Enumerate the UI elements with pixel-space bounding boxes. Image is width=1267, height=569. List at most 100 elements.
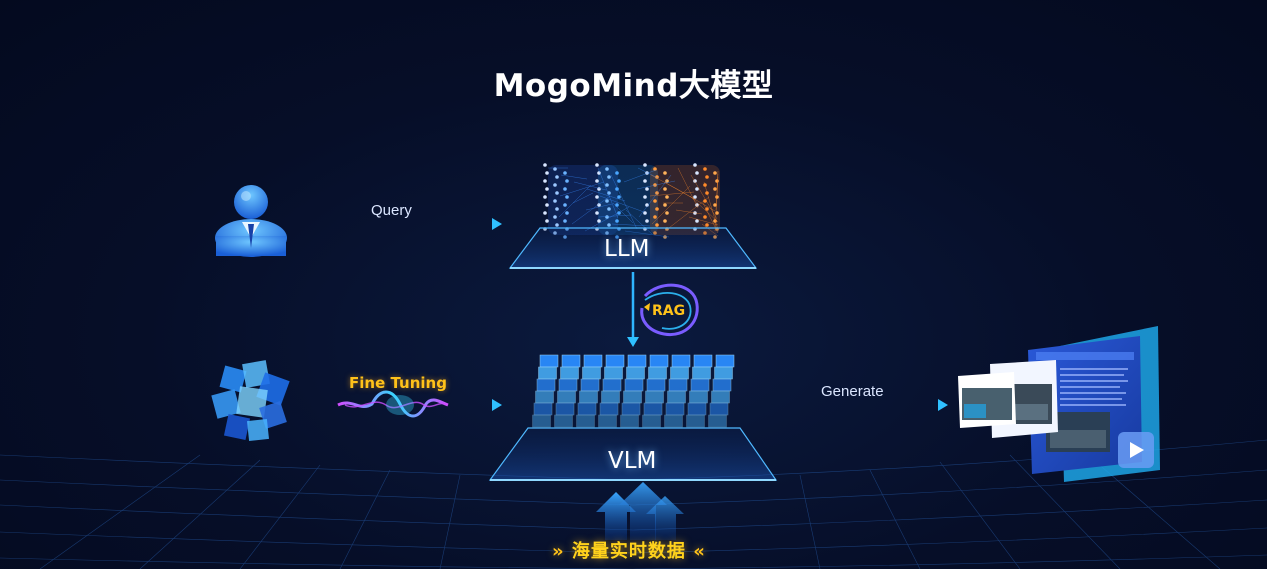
chevron-left-icon: « [693,541,706,562]
network-node [595,179,599,183]
vlm-block [668,378,688,392]
network-edge [714,176,719,232]
network-node [597,219,601,223]
vlm-block [576,414,595,428]
network-edge [612,202,634,224]
network-edge [599,195,645,213]
vlm-block [670,366,689,380]
upload-arrows-icon [596,482,684,540]
network-edge [688,216,719,226]
vlm-block [711,390,730,404]
vlm-block [690,378,710,392]
network-node [663,187,667,191]
network-node [563,171,567,175]
vlm-block [686,414,705,428]
network-node [605,167,609,171]
vlm-block [561,354,581,368]
vlm-block [532,414,551,428]
vlm-block [689,390,708,404]
network-node [543,195,547,199]
network-node [705,207,709,211]
vlm-block [535,390,554,404]
network-edge [638,174,672,218]
data-source-text: 海量实时数据 [571,541,686,562]
grid-floor [0,439,1267,569]
network-node [715,179,719,183]
network-node [663,219,667,223]
network-edge [585,203,613,211]
network-node [695,171,699,175]
network-node [695,219,699,223]
llm-label: LLM [604,236,650,262]
vlm-block [714,366,733,380]
vlm-block [579,390,598,404]
neural-network-icon [543,163,720,239]
vlm-platform [488,427,778,481]
network-edge [664,196,710,232]
vlm-block [693,354,713,368]
network-node [653,215,657,219]
chevron-right-icon: » [552,541,565,562]
network-node [545,203,549,207]
network-node [595,195,599,199]
cube-cluster-icon [211,360,290,441]
generate-label: Generate [821,383,884,400]
network-node [615,171,619,175]
network-node [605,183,609,187]
llm-platform [508,227,758,269]
network-node [693,195,697,199]
network-edge [597,167,619,219]
network-node [543,211,547,215]
network-node [645,187,649,191]
network-edge [560,174,588,180]
network-node [543,163,547,167]
network-node [663,203,667,207]
network-edge [675,209,703,215]
vlm-block [667,390,686,404]
network-node [645,219,649,223]
network-node [563,203,567,207]
output-documents-icon [958,326,1160,482]
vlm-block [646,378,666,392]
network-node [545,187,549,191]
vlm-block [687,402,707,416]
fine-tuning-arrow [296,399,502,411]
network-edge [677,167,699,209]
fine-tuning-label: Fine Tuning [349,374,447,392]
network-node [553,215,557,219]
network-edge [571,195,611,225]
vlm-block [692,366,711,380]
vlm-block [709,402,729,416]
network-node [563,187,567,191]
vlm-block [583,354,603,368]
network-node [555,223,559,227]
network-edge [586,188,626,202]
network-edge [611,223,651,227]
network-node [595,211,599,215]
network-node [615,203,619,207]
vlm-block [708,414,727,428]
vlm-block [648,366,667,380]
vlm-block [560,366,579,380]
network-edge [598,214,632,218]
vlm-block [554,414,573,428]
vlm-block [665,402,685,416]
network-edge [559,181,605,197]
network-node [565,179,569,183]
vlm-block [605,354,625,368]
vlm-block [536,378,556,392]
query-label: Query [371,202,412,219]
network-edge [651,185,691,225]
network-node [643,211,647,215]
network-node [555,207,559,211]
vlm-block [557,390,576,404]
network-node [555,175,559,179]
generate-arrow [760,399,948,411]
query-arrow [295,218,502,230]
vlm-block [599,402,619,416]
network-node [565,211,569,215]
network-node [665,211,669,215]
network-haze [598,165,658,235]
vlm-block [604,366,623,380]
vlm-block [577,402,597,416]
